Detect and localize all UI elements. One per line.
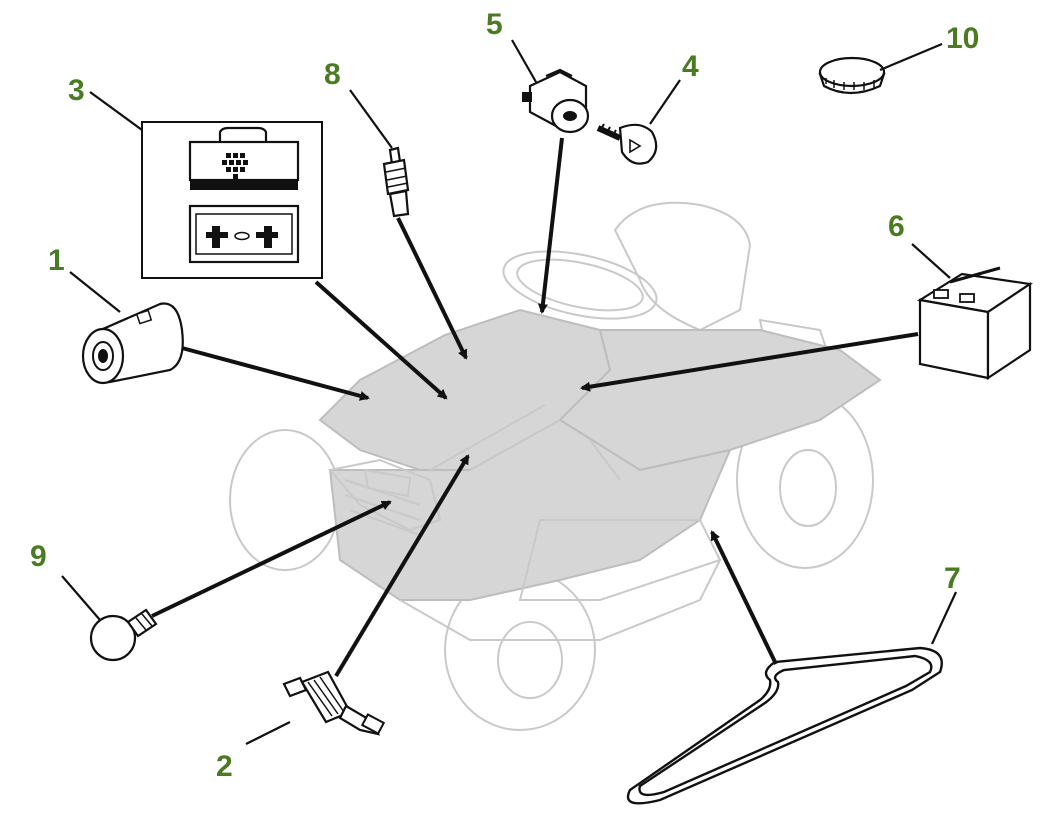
spark-plug-icon [382,146,410,218]
arrow-7 [710,530,778,665]
callout-8: 8 [324,58,341,91]
ignition-key-icon [596,123,658,165]
arrow-3 [314,280,448,400]
callout-5: 5 [486,8,503,41]
arrow-2 [334,454,470,678]
riding-lawn-mower-icon [229,201,882,731]
light-bulb-icon [89,608,158,662]
callout-2: 2 [216,750,233,783]
arrow-9 [151,500,392,618]
callout-6: 6 [888,210,905,243]
callout-7: 7 [944,562,961,595]
oil-filter-icon [81,302,184,385]
arrow-1 [181,346,370,401]
callout-leaders [61,39,957,745]
fuel-filter-icon [282,670,386,736]
arrow-6 [580,332,919,392]
air-filter-icon [141,121,323,279]
callout-3: 3 [68,74,85,107]
drive-belt-icon [626,646,943,805]
fuel-cap-icon [818,56,886,95]
callout-9: 9 [30,540,47,573]
leader-arrows [151,137,919,678]
callout-10: 10 [946,22,979,55]
ignition-switch-icon [522,68,590,134]
battery-icon [916,266,1033,381]
arrow-5 [537,137,564,314]
arrow-8 [396,217,468,360]
callout-1: 1 [48,244,65,277]
callout-numbers: 1 2 3 4 5 6 7 8 9 10 [30,8,979,783]
callout-4: 4 [682,50,699,83]
